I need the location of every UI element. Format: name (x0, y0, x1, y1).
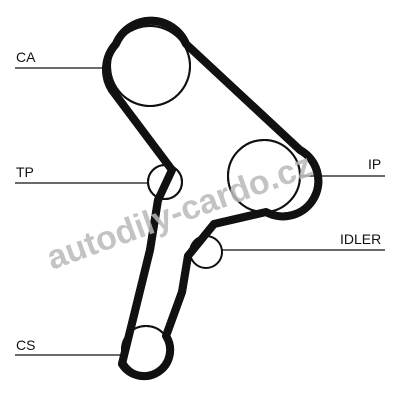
pulley-ca-rim (109, 25, 191, 107)
pulley-ip-rim (227, 139, 301, 213)
pulley-tp-rim (147, 164, 183, 200)
timing-belt-front (102, 16, 323, 381)
label-idler: IDLER (340, 231, 381, 247)
label-tp: TP (16, 164, 34, 180)
label-cs: CS (16, 337, 35, 353)
label-ca: CA (16, 49, 36, 65)
pulley-cs-rim (121, 325, 171, 375)
label-ip: IP (368, 156, 381, 172)
